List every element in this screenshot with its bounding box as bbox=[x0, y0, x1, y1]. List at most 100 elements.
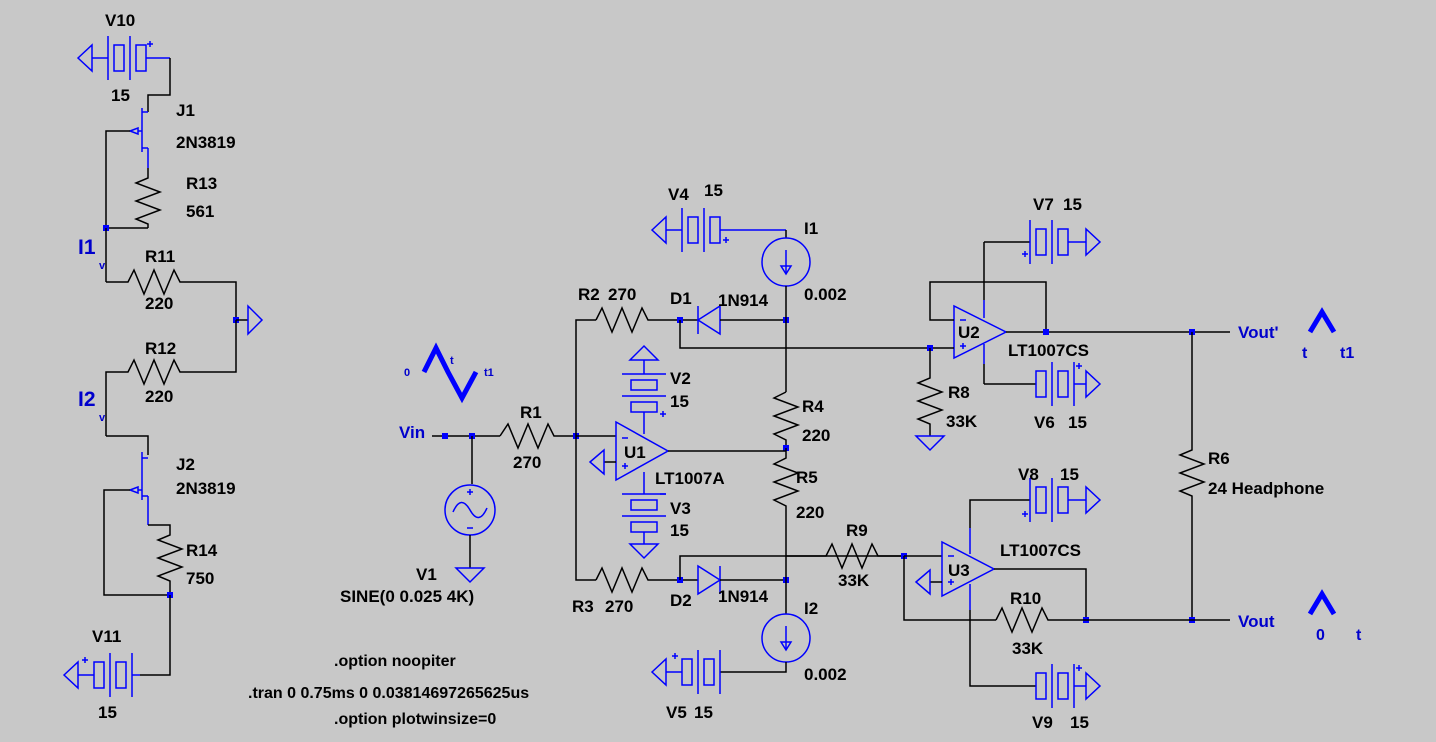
vout-prime-waveform-marker bbox=[1307, 307, 1337, 334]
v7-value: 15 bbox=[1063, 195, 1082, 214]
battery-v3[interactable] bbox=[622, 493, 666, 560]
opamp-u3[interactable] bbox=[941, 528, 996, 610]
r12-name: R12 bbox=[145, 339, 176, 358]
vout-marker-0: 0 bbox=[1316, 627, 1325, 644]
vout-waveform-marker bbox=[1307, 589, 1337, 616]
resistor-r13[interactable] bbox=[133, 168, 163, 228]
r3-name: R3 bbox=[572, 597, 594, 616]
battery-v5[interactable] bbox=[650, 650, 721, 694]
v5-value: 15 bbox=[694, 703, 713, 722]
r9-value: 33K bbox=[838, 571, 870, 590]
battery-v2[interactable] bbox=[622, 344, 666, 417]
j1-model: 2N3819 bbox=[176, 133, 236, 152]
r4-value: 220 bbox=[802, 426, 830, 445]
jfet-j2[interactable] bbox=[127, 452, 149, 525]
i1-value: 0.002 bbox=[804, 285, 847, 304]
current-source-i2[interactable] bbox=[761, 613, 811, 663]
v4-name: V4 bbox=[668, 185, 689, 204]
r13-name: R13 bbox=[186, 174, 217, 193]
v1-name: V1 bbox=[416, 565, 437, 584]
i2-value: 0.002 bbox=[804, 665, 847, 684]
battery-v11[interactable] bbox=[62, 653, 140, 697]
v6-name: V6 bbox=[1034, 413, 1055, 432]
directive-plotwinsize: .option plotwinsize=0 bbox=[334, 711, 496, 728]
d2-name: D2 bbox=[670, 591, 692, 610]
battery-v10[interactable] bbox=[76, 36, 170, 80]
d1-model: 1N914 bbox=[718, 291, 769, 310]
v11-name: V11 bbox=[92, 627, 121, 646]
v1-value: SINE(0 0.025 4K) bbox=[340, 587, 474, 606]
resistor-r11[interactable] bbox=[106, 268, 237, 320]
resistor-r1[interactable] bbox=[499, 422, 576, 450]
resistor-r5[interactable] bbox=[771, 448, 801, 580]
d2-model: 1N914 bbox=[718, 587, 769, 606]
r6-name: R6 bbox=[1208, 449, 1230, 468]
v10-value: 15 bbox=[111, 86, 130, 105]
v3-name: V3 bbox=[670, 499, 691, 518]
j2-model: 2N3819 bbox=[176, 479, 236, 498]
sine-source-v1[interactable] bbox=[444, 484, 496, 536]
resistor-r9[interactable] bbox=[786, 542, 904, 570]
resistor-r3[interactable] bbox=[595, 566, 698, 594]
i2-name: I2 bbox=[804, 599, 818, 618]
ground-r11-r12 bbox=[247, 304, 264, 336]
r4-name: R4 bbox=[802, 397, 824, 416]
v6-value: 15 bbox=[1068, 413, 1087, 432]
resistor-r10[interactable] bbox=[995, 606, 1086, 634]
r9-name: R9 bbox=[846, 521, 868, 540]
net-label-vin: Vin bbox=[399, 423, 425, 442]
net-label-i1: I1 bbox=[78, 236, 96, 259]
r3-value: 270 bbox=[605, 597, 633, 616]
v3-value: 15 bbox=[670, 521, 689, 540]
v10-name: V10 bbox=[105, 11, 135, 30]
v8-name: V8 bbox=[1018, 465, 1039, 484]
u2-model: LT1007CS bbox=[1008, 341, 1089, 360]
battery-v7[interactable] bbox=[1022, 220, 1102, 264]
resistor-r12[interactable] bbox=[105, 320, 237, 436]
opamp-u2[interactable] bbox=[953, 300, 1008, 364]
v7-name: V7 bbox=[1033, 195, 1054, 214]
u3-name: U3 bbox=[948, 561, 970, 580]
resistor-r6[interactable] bbox=[1177, 332, 1207, 620]
jfet-j1[interactable] bbox=[127, 108, 149, 168]
vin-waveform-marker bbox=[421, 342, 479, 404]
battery-v4[interactable] bbox=[650, 208, 786, 252]
battery-v6[interactable] bbox=[1035, 362, 1102, 406]
u1-name: U1 bbox=[624, 443, 646, 462]
v8-value: 15 bbox=[1060, 465, 1079, 484]
diode-d1[interactable] bbox=[696, 304, 721, 336]
r6-value: 24 Headphone bbox=[1208, 479, 1324, 498]
resistor-r2[interactable] bbox=[595, 306, 698, 334]
resistor-r14[interactable] bbox=[148, 524, 185, 595]
current-source-i1[interactable] bbox=[761, 237, 811, 287]
d1-name: D1 bbox=[670, 289, 692, 308]
vin-marker-t: t bbox=[450, 355, 454, 367]
opamp-u1[interactable] bbox=[615, 414, 670, 494]
voutp-marker-t: t bbox=[1302, 345, 1308, 362]
resistor-r8[interactable] bbox=[915, 348, 945, 436]
resistor-r4[interactable] bbox=[771, 391, 801, 448]
ground-v1 bbox=[454, 567, 486, 584]
r5-name: R5 bbox=[796, 468, 818, 487]
vout-marker-t: t bbox=[1356, 627, 1362, 644]
r2-name: R2 bbox=[578, 285, 600, 304]
net-label-vout-prime: Vout' bbox=[1238, 323, 1279, 342]
r2-value: 270 bbox=[608, 285, 636, 304]
vin-marker-0: 0 bbox=[404, 367, 410, 379]
r11-value: 220 bbox=[145, 294, 173, 313]
diode-d2[interactable] bbox=[697, 564, 722, 596]
r1-name: R1 bbox=[520, 403, 542, 422]
j2-name: J2 bbox=[176, 455, 195, 474]
voutp-marker-t1: t1 bbox=[1340, 345, 1354, 362]
r1-value: 270 bbox=[513, 453, 541, 472]
battery-v8[interactable] bbox=[1022, 478, 1102, 522]
u1-model: LT1007A bbox=[655, 469, 725, 488]
v9-name: V9 bbox=[1032, 713, 1053, 732]
r10-value: 33K bbox=[1012, 639, 1044, 658]
i2-arrow-v: v bbox=[99, 412, 106, 424]
r5-value: 220 bbox=[796, 503, 824, 522]
net-label-i2: I2 bbox=[78, 388, 96, 411]
v4-value: 15 bbox=[704, 181, 723, 200]
battery-v9[interactable] bbox=[1035, 664, 1102, 708]
